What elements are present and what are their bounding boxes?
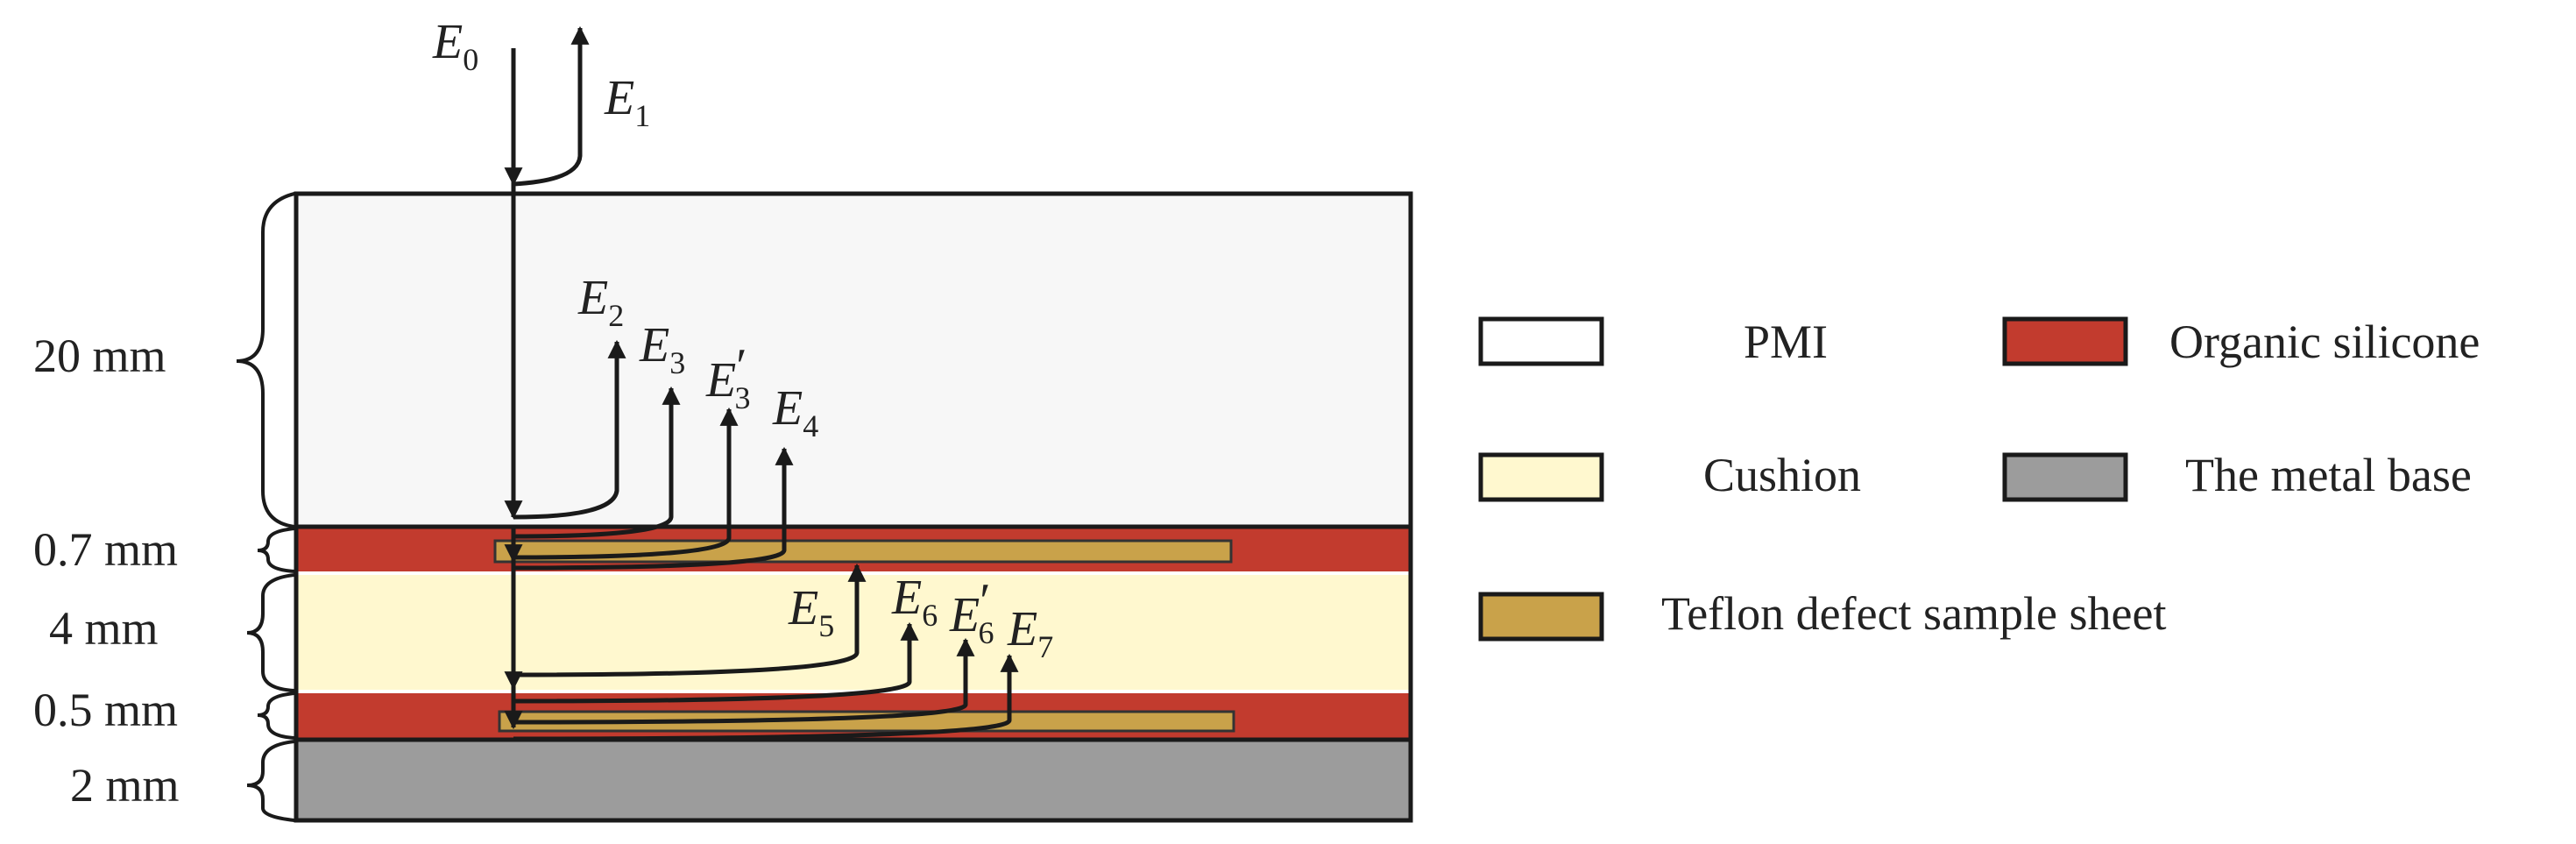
thickness-label-pmi: 20 mm: [33, 330, 166, 382]
signal-label-e1: E1: [604, 71, 650, 133]
signal-label-e3-prime: E′3: [705, 339, 750, 415]
reflected-ray-e3-prime: [513, 407, 739, 560]
metal-base-layer: [296, 740, 1411, 820]
legend-swatch-silicone: [2002, 316, 2128, 366]
legend: PMI Organic silicone Cushion The metal b…: [1478, 316, 2480, 642]
reflected-ray-e6-prime: [513, 637, 975, 725]
cushion-layer: [296, 573, 1411, 692]
teflon-sheet-top: [493, 539, 1233, 564]
legend-label-cushion: Cushion: [1703, 449, 1861, 501]
reflected-ray-e7: [513, 653, 1019, 741]
thickness-braces: [236, 192, 295, 822]
legend-label-teflon: Teflon defect sample sheet: [1661, 587, 2166, 640]
reflected-ray-e5: [513, 563, 867, 677]
reflected-ray-e3: [513, 386, 681, 539]
signal-label-e5: E5: [788, 581, 834, 643]
thickness-label-silicone-bottom: 0.5 mm: [33, 684, 178, 736]
thickness-label-cushion: 4 mm: [49, 602, 159, 655]
signal-label-e3: E3: [639, 318, 685, 380]
legend-swatch-metal: [2002, 452, 2128, 502]
pmi-layer: [296, 194, 1411, 527]
signal-label-e7: E7: [1007, 602, 1053, 664]
thickness-label-metal: 2 mm: [70, 759, 180, 812]
stack-outline: [294, 191, 1413, 823]
signal-label-e6-prime: E′6: [949, 574, 994, 650]
reflected-ray-e4: [513, 446, 794, 571]
signal-label-e4: E4: [772, 381, 818, 443]
wave-rays: [504, 25, 1019, 741]
teflon-sheet-bottom: [498, 710, 1235, 733]
signal-label-e0: E0: [432, 15, 478, 77]
reflected-ray-e6: [513, 621, 919, 704]
thickness-label-silicone-top: 0.7 mm: [33, 523, 178, 576]
legend-swatch-teflon: [1478, 592, 1604, 642]
reflected-ray-e1: [513, 25, 590, 187]
reflected-ray-e2: [513, 339, 626, 520]
signal-label-e2: E2: [577, 271, 624, 333]
legend-label-metal: The metal base: [2185, 449, 2472, 501]
signal-label-e6: E6: [891, 571, 938, 633]
legend-label-pmi: PMI: [1744, 316, 1828, 368]
legend-swatch-cushion: [1478, 452, 1604, 502]
legend-label-silicone: Organic silicone: [2169, 316, 2480, 368]
legend-swatch-pmi: [1478, 316, 1604, 366]
